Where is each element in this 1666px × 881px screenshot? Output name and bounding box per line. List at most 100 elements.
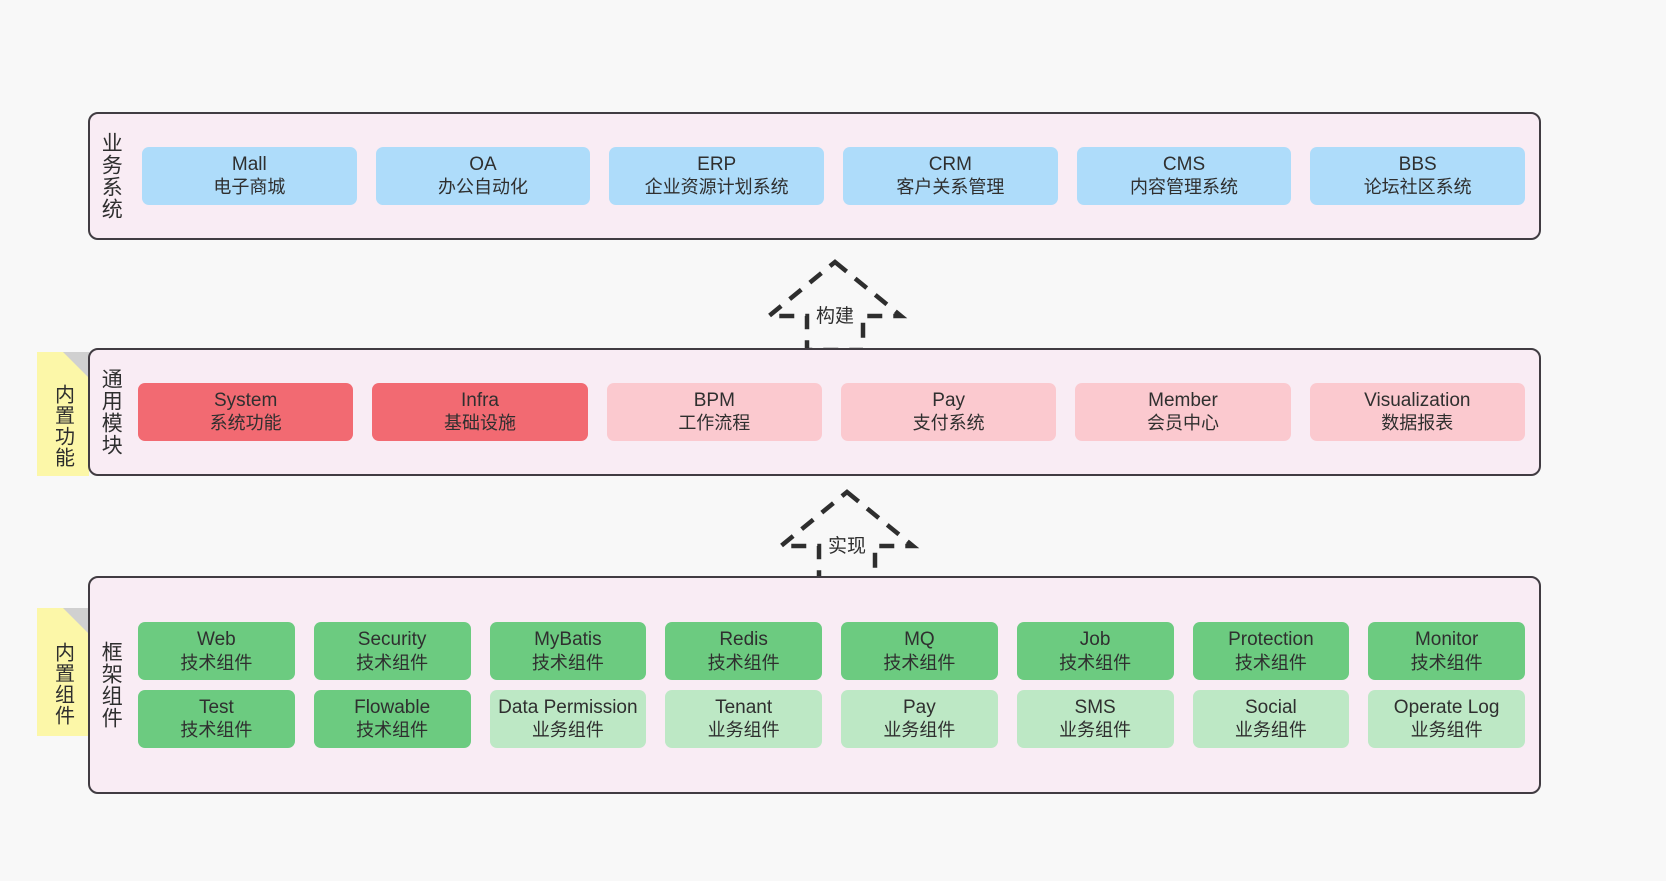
panel-business-system-body: Mall 电子商城 OA 办公自动化 ERP 企业资源计划系统 CRM 客户关系… xyxy=(130,114,1539,238)
card-flowable[interactable]: Flowable 技术组件 xyxy=(313,690,471,748)
card-social-en: Social xyxy=(1245,697,1297,718)
card-web-en: Web xyxy=(197,629,236,651)
card-crm[interactable]: CRM 客户关系管理 xyxy=(843,147,1058,205)
sticky-note-builtin-component: 内置组件 xyxy=(37,608,89,736)
card-test-cn: 技术组件 xyxy=(180,720,253,741)
card-social-cn: 业务组件 xyxy=(1234,720,1307,741)
card-sms[interactable]: SMS 业务组件 xyxy=(1016,690,1174,748)
card-mall[interactable]: Mall 电子商城 xyxy=(142,147,357,205)
card-tenant-en: Tenant xyxy=(715,697,773,718)
card-member[interactable]: Member 会员中心 xyxy=(1075,383,1291,441)
card-pay-component-en: Pay xyxy=(903,697,936,718)
sticky-note-builtin-function: 内置功能 xyxy=(37,352,89,476)
card-tenant-cn: 业务组件 xyxy=(707,720,780,741)
connector-build-arrow: 构建 xyxy=(760,256,910,352)
card-operate-log-cn: 业务组件 xyxy=(1410,720,1483,741)
card-protection-en: Protection xyxy=(1228,629,1314,651)
card-pay-module-cn: 支付系统 xyxy=(912,413,985,434)
card-pay-component-cn: 业务组件 xyxy=(883,720,956,741)
card-cms-en: CMS xyxy=(1162,154,1206,176)
dashed-up-arrow-icon xyxy=(774,489,920,582)
card-operate-log-en: Operate Log xyxy=(1393,697,1500,718)
card-data-permission[interactable]: Data Permission 业务组件 xyxy=(489,690,647,748)
sticky-fold-corner-icon xyxy=(63,352,89,378)
card-pay-module[interactable]: Pay 支付系统 xyxy=(840,383,1057,441)
panel-common-module-title: 通用模块 xyxy=(99,368,123,456)
connector-implement-arrow: 实现 xyxy=(772,486,922,582)
card-erp-cn: 企业资源计划系统 xyxy=(644,177,789,198)
card-crm-en: CRM xyxy=(928,154,972,176)
card-pay-module-en: Pay xyxy=(932,390,966,412)
card-flowable-cn: 技术组件 xyxy=(356,720,429,741)
card-mybatis[interactable]: MyBatis 技术组件 xyxy=(489,622,647,680)
card-security-cn: 技术组件 xyxy=(356,652,429,673)
card-oa[interactable]: OA 办公自动化 xyxy=(375,147,591,205)
card-infra-en: Infra xyxy=(460,390,499,412)
card-tenant[interactable]: Tenant 业务组件 xyxy=(665,690,822,748)
card-bpm-en: BPM xyxy=(693,390,735,412)
card-mall-cn: 电子商城 xyxy=(213,177,286,198)
framework-card-row-2: Test 技术组件 Flowable 技术组件 Data Permission … xyxy=(138,690,1525,748)
card-social[interactable]: Social 业务组件 xyxy=(1192,690,1350,748)
card-bpm-cn: 工作流程 xyxy=(678,413,751,434)
card-security[interactable]: Security 技术组件 xyxy=(313,622,471,680)
card-system-en: System xyxy=(213,390,278,412)
sticky-fold-corner-icon xyxy=(63,608,89,634)
card-redis-en: Redis xyxy=(719,629,768,651)
card-crm-cn: 客户关系管理 xyxy=(896,177,1005,198)
card-protection[interactable]: Protection 技术组件 xyxy=(1192,622,1350,680)
card-bbs-cn: 论坛社区系统 xyxy=(1363,177,1472,198)
card-member-en: Member xyxy=(1148,390,1218,412)
card-bbs-en: BBS xyxy=(1398,154,1437,176)
card-bpm[interactable]: BPM 工作流程 xyxy=(606,383,822,441)
card-erp-en: ERP xyxy=(697,154,737,176)
card-visualization-cn: 数据报表 xyxy=(1381,413,1454,434)
sticky-note-builtin-component-label: 内置组件 xyxy=(51,642,74,726)
card-sms-cn: 业务组件 xyxy=(1059,720,1132,741)
card-mybatis-en: MyBatis xyxy=(534,629,602,651)
card-infra[interactable]: Infra 基础设施 xyxy=(372,383,588,441)
card-cms-cn: 内容管理系统 xyxy=(1130,177,1239,198)
card-test[interactable]: Test 技术组件 xyxy=(138,690,295,748)
card-data-permission-en: Data Permission xyxy=(498,697,638,718)
card-cms[interactable]: CMS 内容管理系统 xyxy=(1076,147,1292,205)
card-redis[interactable]: Redis 技术组件 xyxy=(665,622,822,680)
card-test-en: Test xyxy=(198,697,234,718)
card-mq-cn: 技术组件 xyxy=(883,652,956,673)
dashed-up-arrow-icon xyxy=(762,259,908,352)
panel-common-module-body: System 系统功能 Infra 基础设施 BPM 工作流程 Pay 支付系统… xyxy=(130,350,1539,474)
panel-business-system: 业务系统 Mall 电子商城 OA 办公自动化 ERP 企业资源计划系统 CRM… xyxy=(88,112,1541,240)
card-bbs[interactable]: BBS 论坛社区系统 xyxy=(1310,147,1526,205)
card-system[interactable]: System 系统功能 xyxy=(138,383,354,441)
card-member-cn: 会员中心 xyxy=(1146,413,1219,434)
card-mybatis-cn: 技术组件 xyxy=(531,652,604,673)
card-security-en: Security xyxy=(357,629,427,651)
card-operate-log[interactable]: Operate Log 业务组件 xyxy=(1368,690,1525,748)
card-visualization[interactable]: Visualization 数据报表 xyxy=(1309,383,1525,441)
business-card-row: Mall 电子商城 OA 办公自动化 ERP 企业资源计划系统 CRM 客户关系… xyxy=(142,147,1526,205)
card-visualization-en: Visualization xyxy=(1364,390,1471,412)
card-oa-cn: 办公自动化 xyxy=(438,177,528,198)
common-card-row: System 系统功能 Infra 基础设施 BPM 工作流程 Pay 支付系统… xyxy=(138,383,1525,441)
card-mall-en: Mall xyxy=(231,154,267,176)
card-mq[interactable]: MQ 技术组件 xyxy=(841,622,998,680)
card-monitor-en: Monitor xyxy=(1414,629,1479,651)
card-web[interactable]: Web 技术组件 xyxy=(138,622,295,680)
card-sms-en: SMS xyxy=(1074,697,1116,718)
card-data-permission-cn: 业务组件 xyxy=(531,720,604,741)
card-monitor[interactable]: Monitor 技术组件 xyxy=(1368,622,1525,680)
sticky-note-builtin-function-label: 内置功能 xyxy=(51,384,74,468)
card-erp[interactable]: ERP 企业资源计划系统 xyxy=(609,147,825,205)
panel-framework-component-title: 框架组件 xyxy=(99,641,123,729)
card-monitor-cn: 技术组件 xyxy=(1410,652,1483,673)
panel-business-system-title: 业务系统 xyxy=(99,132,123,220)
card-job-cn: 技术组件 xyxy=(1059,652,1132,673)
card-job[interactable]: Job 技术组件 xyxy=(1016,622,1174,680)
card-flowable-en: Flowable xyxy=(354,697,431,718)
card-web-cn: 技术组件 xyxy=(180,652,253,673)
card-job-en: Job xyxy=(1079,629,1111,651)
card-pay-component[interactable]: Pay 业务组件 xyxy=(841,690,998,748)
panel-framework-component-body: Web 技术组件 Security 技术组件 MyBatis 技术组件 Redi… xyxy=(130,578,1539,792)
card-infra-cn: 基础设施 xyxy=(443,413,516,434)
card-oa-en: OA xyxy=(469,154,497,176)
